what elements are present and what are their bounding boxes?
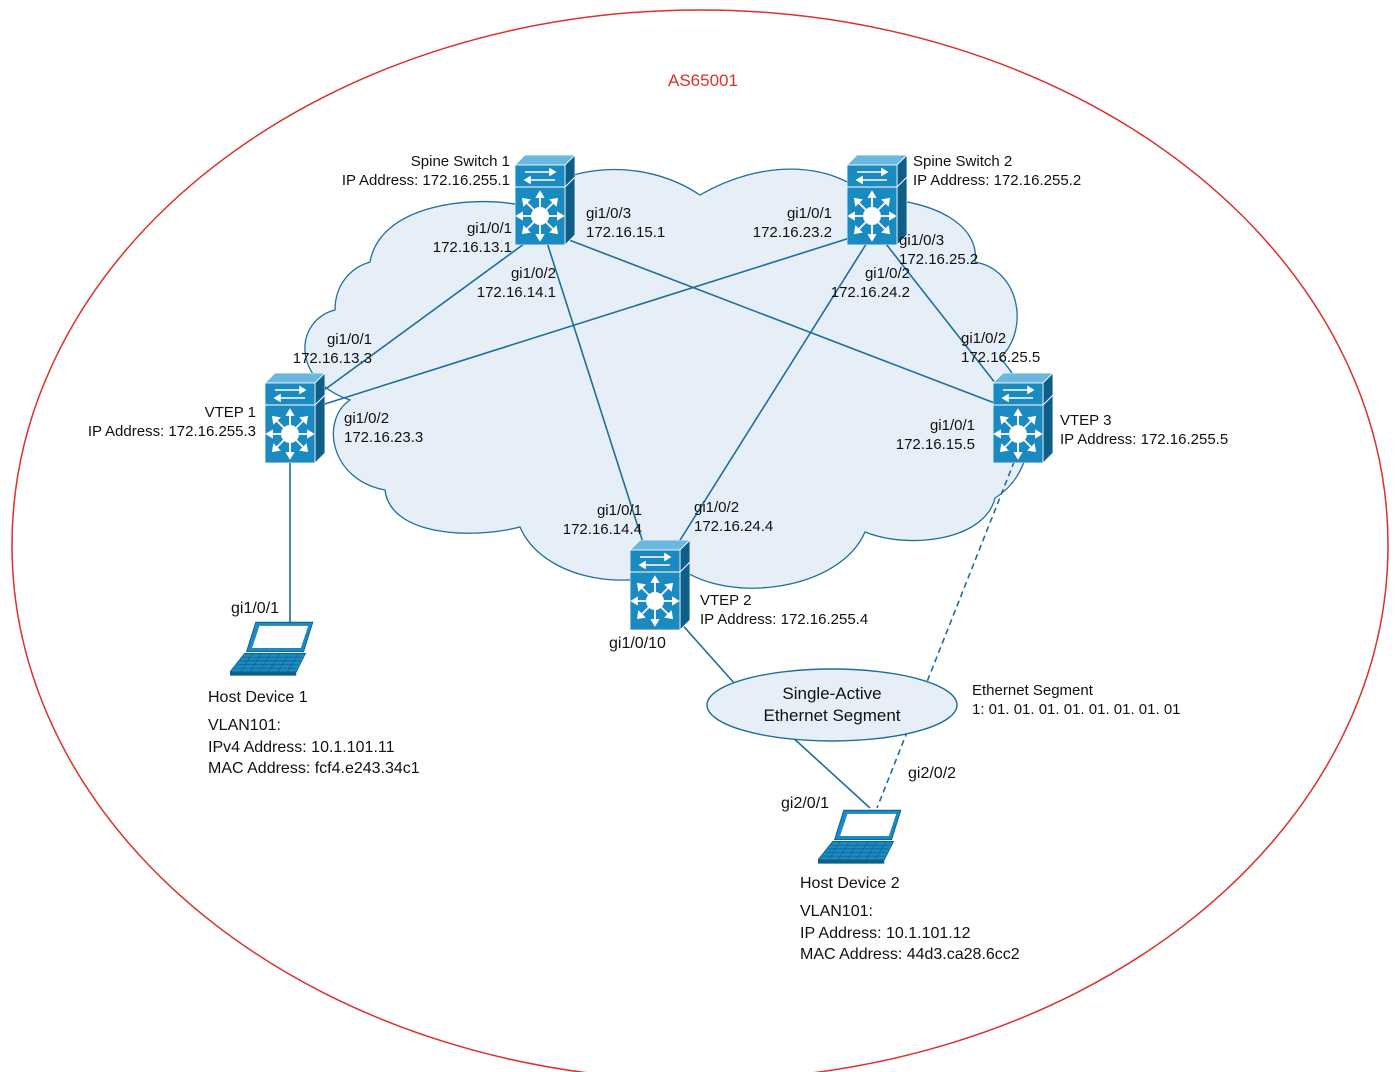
link-s1-v3	[542, 229, 1019, 413]
vtep-1-label: VTEP 1 IP Address: 172.16.255.3	[60, 404, 256, 442]
port-name: gi1/0/2	[864, 265, 910, 282]
port-name: gi1/0/3	[586, 205, 632, 222]
vtep-2-ip: IP Address: 172.16.255.4	[700, 610, 869, 628]
port-ip: 172.16.23.3	[344, 428, 424, 446]
port-ip: 172.16.15.5	[895, 435, 975, 453]
port-name: gi1/0/1	[466, 220, 512, 237]
vtep-1-ip: IP Address: 172.16.255.3	[87, 422, 256, 440]
port-v2-gi1-0-10: gi1/0/10	[609, 635, 666, 652]
host-device-2-details: VLAN101: IP Address: 10.1.101.12 MAC Add…	[800, 901, 1020, 966]
segment-label: Single-Active Ethernet Segment	[712, 683, 952, 727]
link-s2-v2	[654, 229, 876, 581]
host-device-2-laptop-icon	[818, 809, 902, 864]
port-name: gi1/0/1	[786, 205, 832, 222]
host-device-1-details: VLAN101: IPv4 Address: 10.1.101.11 MAC A…	[208, 715, 420, 780]
port-host1-gi1-0-1: gi1/0/1	[231, 600, 280, 617]
segment-label-line1: Single-Active	[782, 684, 882, 703]
host-device-1-name: Host Device 1	[208, 689, 308, 706]
vtep-1-name: VTEP 1	[204, 404, 256, 421]
port-s2-gi1-0-1: gi1/0/1 172.16.23.2	[730, 205, 832, 243]
segment-ellipse	[706, 668, 958, 742]
host1-ip: IPv4 Address: 10.1.101.11	[208, 738, 395, 756]
vtep-2-label: VTEP 2 IP Address: 172.16.255.4	[700, 592, 868, 630]
port-name: gi1/0/2	[694, 499, 740, 516]
port-ip: 172.16.24.2	[830, 283, 910, 301]
link-v2-segment	[677, 619, 736, 685]
spine-switch-1-ip: IP Address: 172.16.255.1	[341, 171, 510, 189]
port-name: gi1/0/3	[899, 232, 945, 249]
host1-mac: MAC Address: fcf4.e243.34c1	[208, 760, 420, 778]
port-name: gi1/0/2	[961, 330, 1007, 347]
vtep-2-icon	[630, 540, 690, 630]
spine-switch-1-name: Spine Switch 1	[410, 153, 510, 170]
link-s1-v1	[289, 229, 544, 416]
port-ip: 172.16.13.3	[292, 349, 372, 367]
host-device-1-laptop-icon	[230, 621, 314, 676]
as-label: AS65001	[668, 71, 738, 90]
port-host2-gi2-0-2: gi2/0/2	[908, 765, 957, 782]
as-boundary	[11, 9, 1389, 1072]
port-v2-gi1-0-1: gi1/0/1 172.16.14.4	[540, 502, 642, 540]
spine-switch-1-label: Spine Switch 1 IP Address: 172.16.255.1	[310, 153, 510, 191]
port-name: gi1/0/2	[344, 410, 390, 427]
port-name: gi1/0/1	[929, 417, 975, 434]
host2-ip: IP Address: 10.1.101.12	[800, 924, 971, 942]
vtep-1-icon	[265, 373, 325, 463]
es-value: 1: 01. 01. 01. 01. 01. 01. 01. 01	[972, 700, 1181, 718]
ethernet-segment-id: Ethernet Segment 1: 01. 01. 01. 01. 01. …	[972, 682, 1181, 720]
segment-label-line2: Ethernet Segment	[763, 706, 901, 726]
port-host2-gi2-0-1: gi2/0/1	[781, 795, 830, 812]
link-s2-v1	[289, 229, 876, 416]
vtep-3-name: VTEP 3	[1060, 412, 1112, 429]
port-ip: 172.16.15.1	[586, 223, 666, 241]
link-s1-v2	[542, 229, 656, 581]
port-s1-gi1-0-3: gi1/0/3 172.16.15.1	[586, 205, 665, 243]
host1-vlan: VLAN101:	[208, 717, 281, 734]
link-segment-host2	[789, 734, 871, 809]
vtep-3-icon	[993, 373, 1053, 463]
port-name: gi1/0/2	[510, 265, 556, 282]
host2-vlan: VLAN101:	[800, 903, 873, 920]
spine-switch-2-name: Spine Switch 2	[913, 153, 1013, 170]
spine-switch-2-icon	[847, 155, 907, 245]
link-v3-host2-dashed	[876, 451, 1019, 809]
port-s1-gi1-0-2: gi1/0/2 172.16.14.1	[450, 265, 556, 303]
port-v3-gi1-0-1: gi1/0/1 172.16.15.5	[880, 417, 975, 455]
port-v1-gi1-0-1: gi1/0/1 172.16.13.3	[270, 331, 372, 369]
host2-mac: MAC Address: 44d3.ca28.6cc2	[800, 946, 1020, 964]
port-ip: 172.16.25.5	[961, 348, 1041, 366]
spine-switch-2-ip: IP Address: 172.16.255.2	[913, 171, 1082, 189]
port-s1-gi1-0-1: gi1/0/1 172.16.13.1	[400, 220, 512, 258]
port-name: gi1/0/1	[596, 502, 642, 519]
port-v2-gi1-0-2: gi1/0/2 172.16.24.4	[694, 499, 773, 537]
spine-switch-1-icon	[515, 155, 575, 245]
port-ip: 172.16.13.1	[432, 238, 512, 256]
es-title: Ethernet Segment	[972, 682, 1093, 699]
port-ip: 172.16.23.2	[752, 223, 832, 241]
vtep-3-label: VTEP 3 IP Address: 172.16.255.5	[1060, 412, 1228, 450]
host-device-2-name: Host Device 2	[800, 875, 900, 892]
vtep-2-name: VTEP 2	[700, 592, 752, 609]
port-s2-gi1-0-3: gi1/0/3 172.16.25.2	[899, 232, 978, 270]
port-ip: 172.16.14.1	[476, 283, 556, 301]
port-s2-gi1-0-2: gi1/0/2 172.16.24.2	[800, 265, 910, 303]
fabric-links	[289, 229, 1019, 809]
spine-switch-2-label: Spine Switch 2 IP Address: 172.16.255.2	[913, 153, 1081, 191]
port-ip: 172.16.25.2	[899, 250, 979, 268]
port-v3-gi1-0-2: gi1/0/2 172.16.25.5	[961, 330, 1040, 368]
port-ip: 172.16.24.4	[694, 517, 774, 535]
port-name: gi1/0/1	[326, 331, 372, 348]
port-ip: 172.16.14.4	[562, 520, 642, 538]
vtep-3-ip: IP Address: 172.16.255.5	[1060, 430, 1229, 448]
port-v1-gi1-0-2: gi1/0/2 172.16.23.3	[344, 410, 423, 448]
